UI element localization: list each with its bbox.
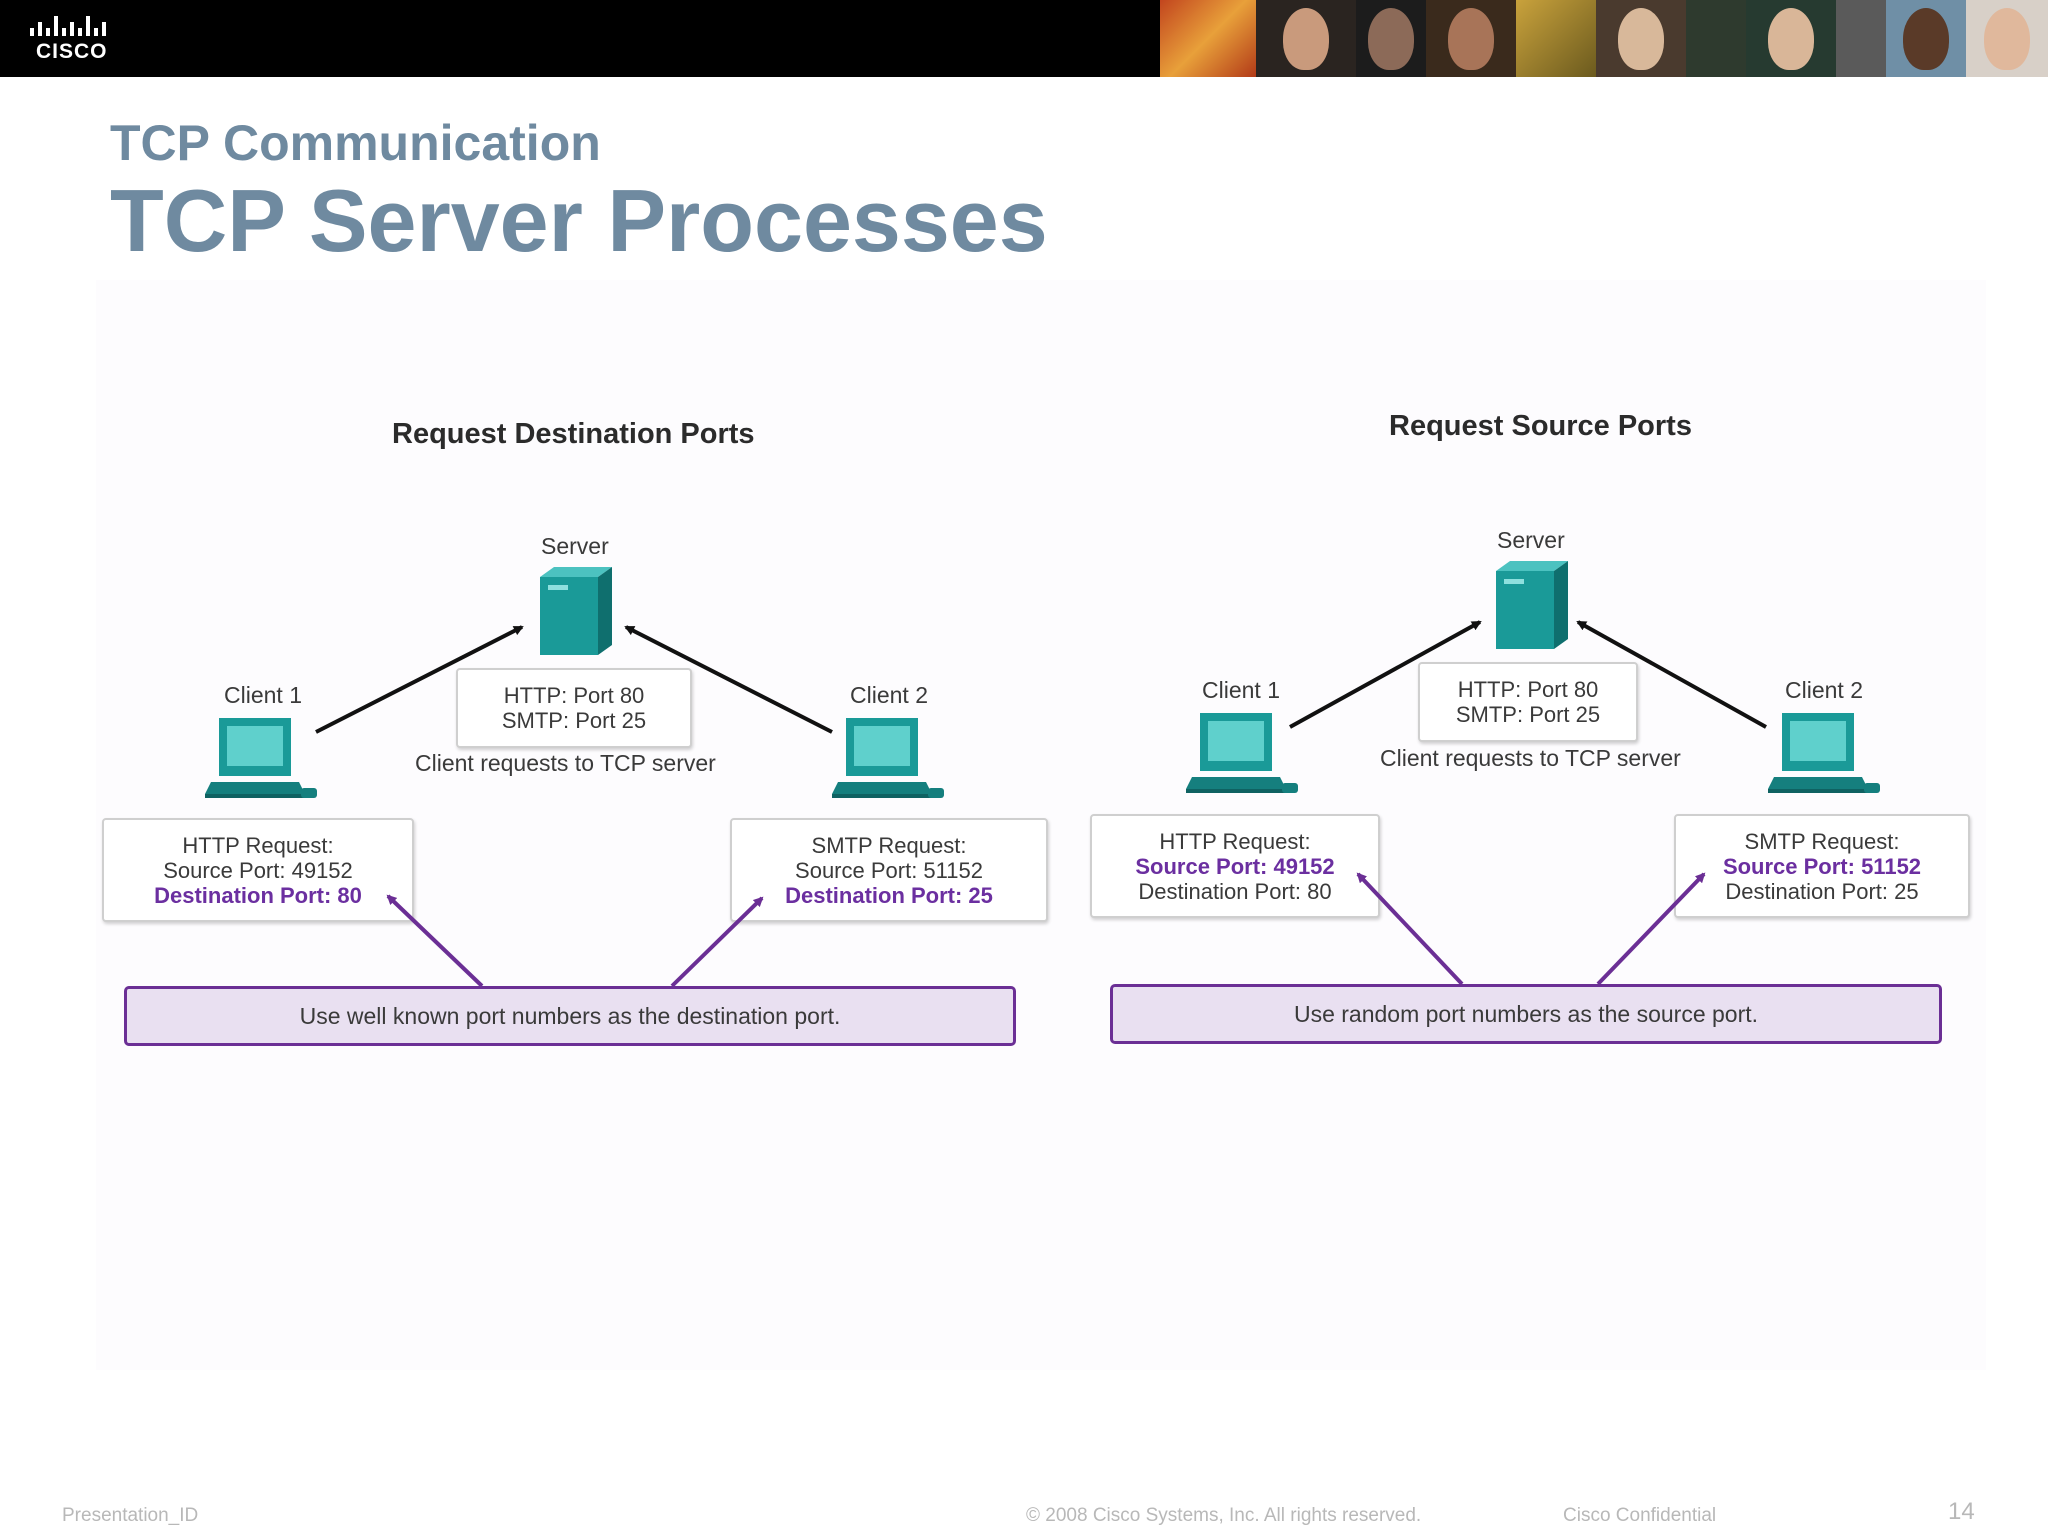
right-client1-source-port: Source Port: 49152 <box>1135 853 1335 879</box>
photo-tile <box>1686 0 1746 77</box>
left-client1-computer-icon <box>205 718 317 798</box>
right-client2-computer-icon <box>1768 713 1880 793</box>
photo-tile <box>1160 0 1256 77</box>
left-server-port-http: HTTP: Port 80 <box>503 683 645 708</box>
right-client2-request-type: SMTP Request: <box>1744 828 1900 854</box>
right-panel-title: Request Source Ports <box>1389 410 1692 442</box>
left-client1-request-type: HTTP Request: <box>182 832 334 858</box>
right-client2-destination-port: Destination Port: 25 <box>1725 878 1919 904</box>
slide-title: TCP Server Processes <box>110 171 1048 270</box>
left-client2-request-box: SMTP Request: Source Port: 51152 Destina… <box>730 818 1048 922</box>
left-server-label: Server <box>541 533 609 559</box>
photo-tile <box>1836 0 1886 77</box>
footer-page-number: 14 <box>1948 1498 1975 1525</box>
left-client2-computer-icon <box>832 718 944 798</box>
left-panel-title: Request Destination Ports <box>392 418 755 450</box>
header-bar: CISCO <box>0 0 2048 77</box>
right-server-port-http: HTTP: Port 80 <box>1457 677 1599 702</box>
left-client1-request-box: HTTP Request: Source Port: 49152 Destina… <box>102 818 414 922</box>
left-server-icon <box>540 567 612 655</box>
header-photo-strip <box>1160 0 2048 77</box>
left-client1-source-port: Source Port: 49152 <box>163 857 353 883</box>
right-server-port-smtp: SMTP: Port 25 <box>1455 702 1601 727</box>
right-note-box: Use random port numbers as the source po… <box>1110 984 1942 1044</box>
right-server-icon <box>1496 561 1568 649</box>
right-client1-destination-port: Destination Port: 80 <box>1138 878 1332 904</box>
footer-copyright: © 2008 Cisco Systems, Inc. All rights re… <box>1026 1505 1422 1526</box>
footer-presentation-id: Presentation_ID <box>62 1505 199 1526</box>
left-client2-destination-port: Destination Port: 25 <box>785 882 993 908</box>
left-note-text: Use well known port numbers as the desti… <box>299 1002 841 1029</box>
left-client2-label: Client 2 <box>850 682 928 708</box>
left-note-box: Use well known port numbers as the desti… <box>124 986 1016 1046</box>
left-server-port-smtp: SMTP: Port 25 <box>501 708 647 733</box>
photo-tile <box>1256 0 1356 77</box>
right-client1-request-type: HTTP Request: <box>1159 828 1311 854</box>
photo-tile <box>1426 0 1516 77</box>
cisco-logo-text: CISCO <box>36 40 108 63</box>
right-client1-computer-icon <box>1186 713 1298 793</box>
left-client1-label: Client 1 <box>224 682 302 708</box>
photo-tile <box>1596 0 1686 77</box>
left-server-ports-box: HTTP: Port 80 SMTP: Port 25 <box>456 668 692 748</box>
slide-subtitle: TCP Communication <box>110 115 601 171</box>
cisco-logo-icon <box>30 16 106 36</box>
left-client1-destination-port: Destination Port: 80 <box>154 882 362 908</box>
right-client1-label: Client 1 <box>1202 677 1280 703</box>
left-client2-source-port: Source Port: 51152 <box>795 857 983 883</box>
right-note-text: Use random port numbers as the source po… <box>1293 1000 1759 1027</box>
right-client2-source-port: Source Port: 51152 <box>1722 853 1922 879</box>
right-client1-request-box: HTTP Request: Source Port: 49152 Destina… <box>1090 814 1380 918</box>
right-server-ports-box: HTTP: Port 80 SMTP: Port 25 <box>1418 662 1638 742</box>
photo-tile <box>1746 0 1836 77</box>
photo-tile <box>1886 0 1966 77</box>
right-server-label: Server <box>1497 527 1565 553</box>
left-caption: Client requests to TCP server <box>415 750 716 776</box>
photo-tile <box>1966 0 2048 77</box>
right-caption: Client requests to TCP server <box>1380 745 1681 771</box>
photo-tile <box>1356 0 1426 77</box>
photo-tile <box>1516 0 1596 77</box>
right-client2-label: Client 2 <box>1785 677 1863 703</box>
right-client2-request-box: SMTP Request: Source Port: 51152 Destina… <box>1674 814 1970 918</box>
footer-confidential: Cisco Confidential <box>1563 1505 1717 1526</box>
left-client2-request-type: SMTP Request: <box>811 832 967 858</box>
